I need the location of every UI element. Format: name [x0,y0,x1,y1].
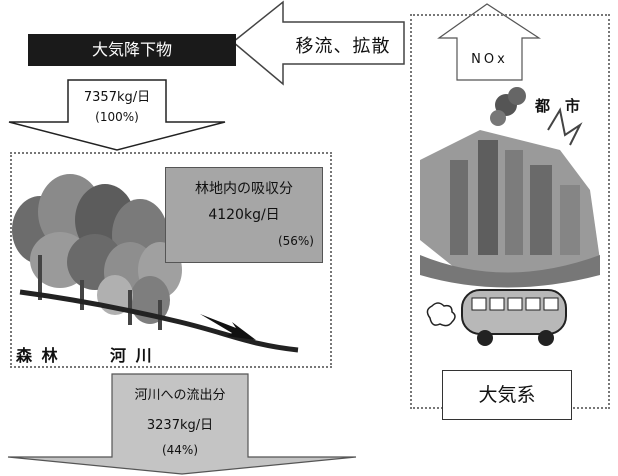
atmosphere-label: 大気系 [478,384,536,406]
deposition-arrow [8,79,226,151]
absorption-amount: 4120kg/日 [208,207,280,223]
advection-label: 移流、拡散 [295,36,391,57]
nox-arrow [437,3,542,81]
river-outflow-title: 河川への流出分 [134,388,226,403]
absorption-percent: (56%) [277,234,314,248]
river-outflow-amount: 3237kg/日 [146,418,214,433]
city-label: 都 市 [535,97,581,115]
city-illustration [420,87,600,288]
forest-system-box [10,152,332,368]
deposition-header: 大気降下物 [28,34,236,66]
deposition-label: 大気降下物 [91,40,172,59]
forest-trees [12,174,182,330]
atmosphere-system-box [410,14,610,409]
river-label: 河 川 [110,346,154,365]
deposition-percent: (100%) [95,110,139,124]
absorption-title: 林地内の吸収分 [195,181,293,197]
nox-label: NOx [471,52,508,67]
river-outflow-arrow [7,373,357,475]
bus-illustration [426,289,567,346]
forest-label: 森 林 [16,346,60,365]
deposition-amount: 7357kg/日 [83,90,151,105]
atmosphere-label-box: 大気系 [442,370,572,420]
river-line [19,289,299,353]
absorption-box: 林地内の吸収分 4120kg/日 (56%) [165,167,323,263]
river-outflow-percent: (44%) [161,443,199,457]
advection-arrow [231,0,405,86]
river-flow-arrow [200,314,256,340]
